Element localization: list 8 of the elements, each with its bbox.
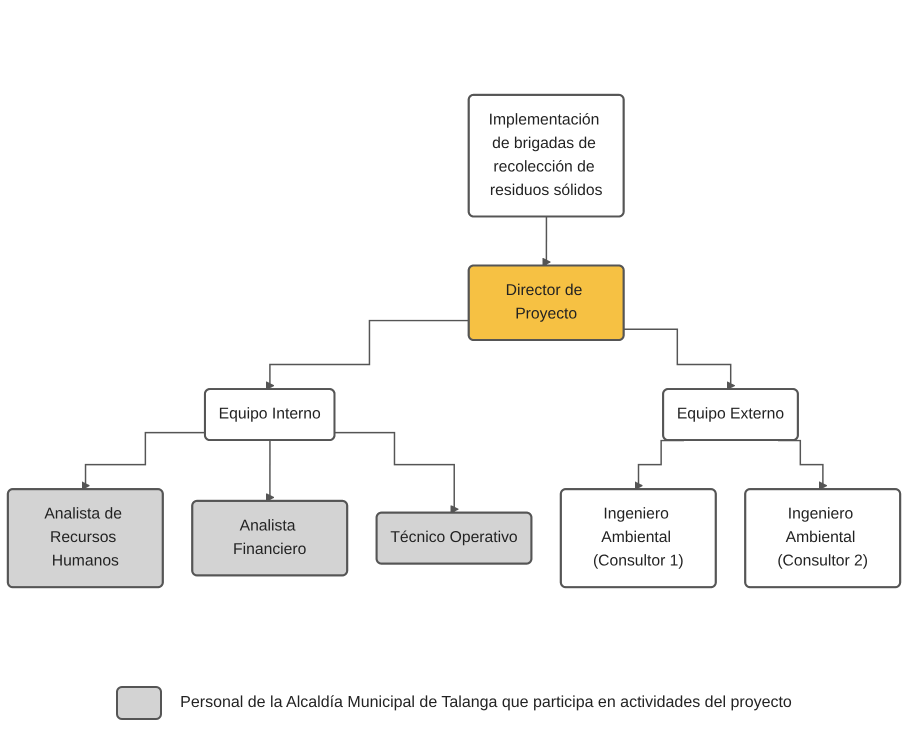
- arrow: [334, 432, 459, 514]
- org-chart: Implementación de brigadas de recolección de residuos sólidos Director de Proyecto Equipo Interno Equipo Externo Analista de Recursos Humanos Analista Financiero Técnico Operativo Ingeniero Ambiental (Consultor 1) Ingeniero Ambiental (Consultor 2): [0, 86, 908, 595]
- legend-text: Personal de la Alcaldía Municipal de Talanga que participa en actividades del proyecto: [180, 694, 792, 712]
- arrow: [266, 320, 470, 390]
- arrow: [81, 432, 206, 490]
- arrow: [624, 328, 736, 390]
- arrow: [542, 216, 551, 266]
- arrow: [266, 440, 274, 502]
